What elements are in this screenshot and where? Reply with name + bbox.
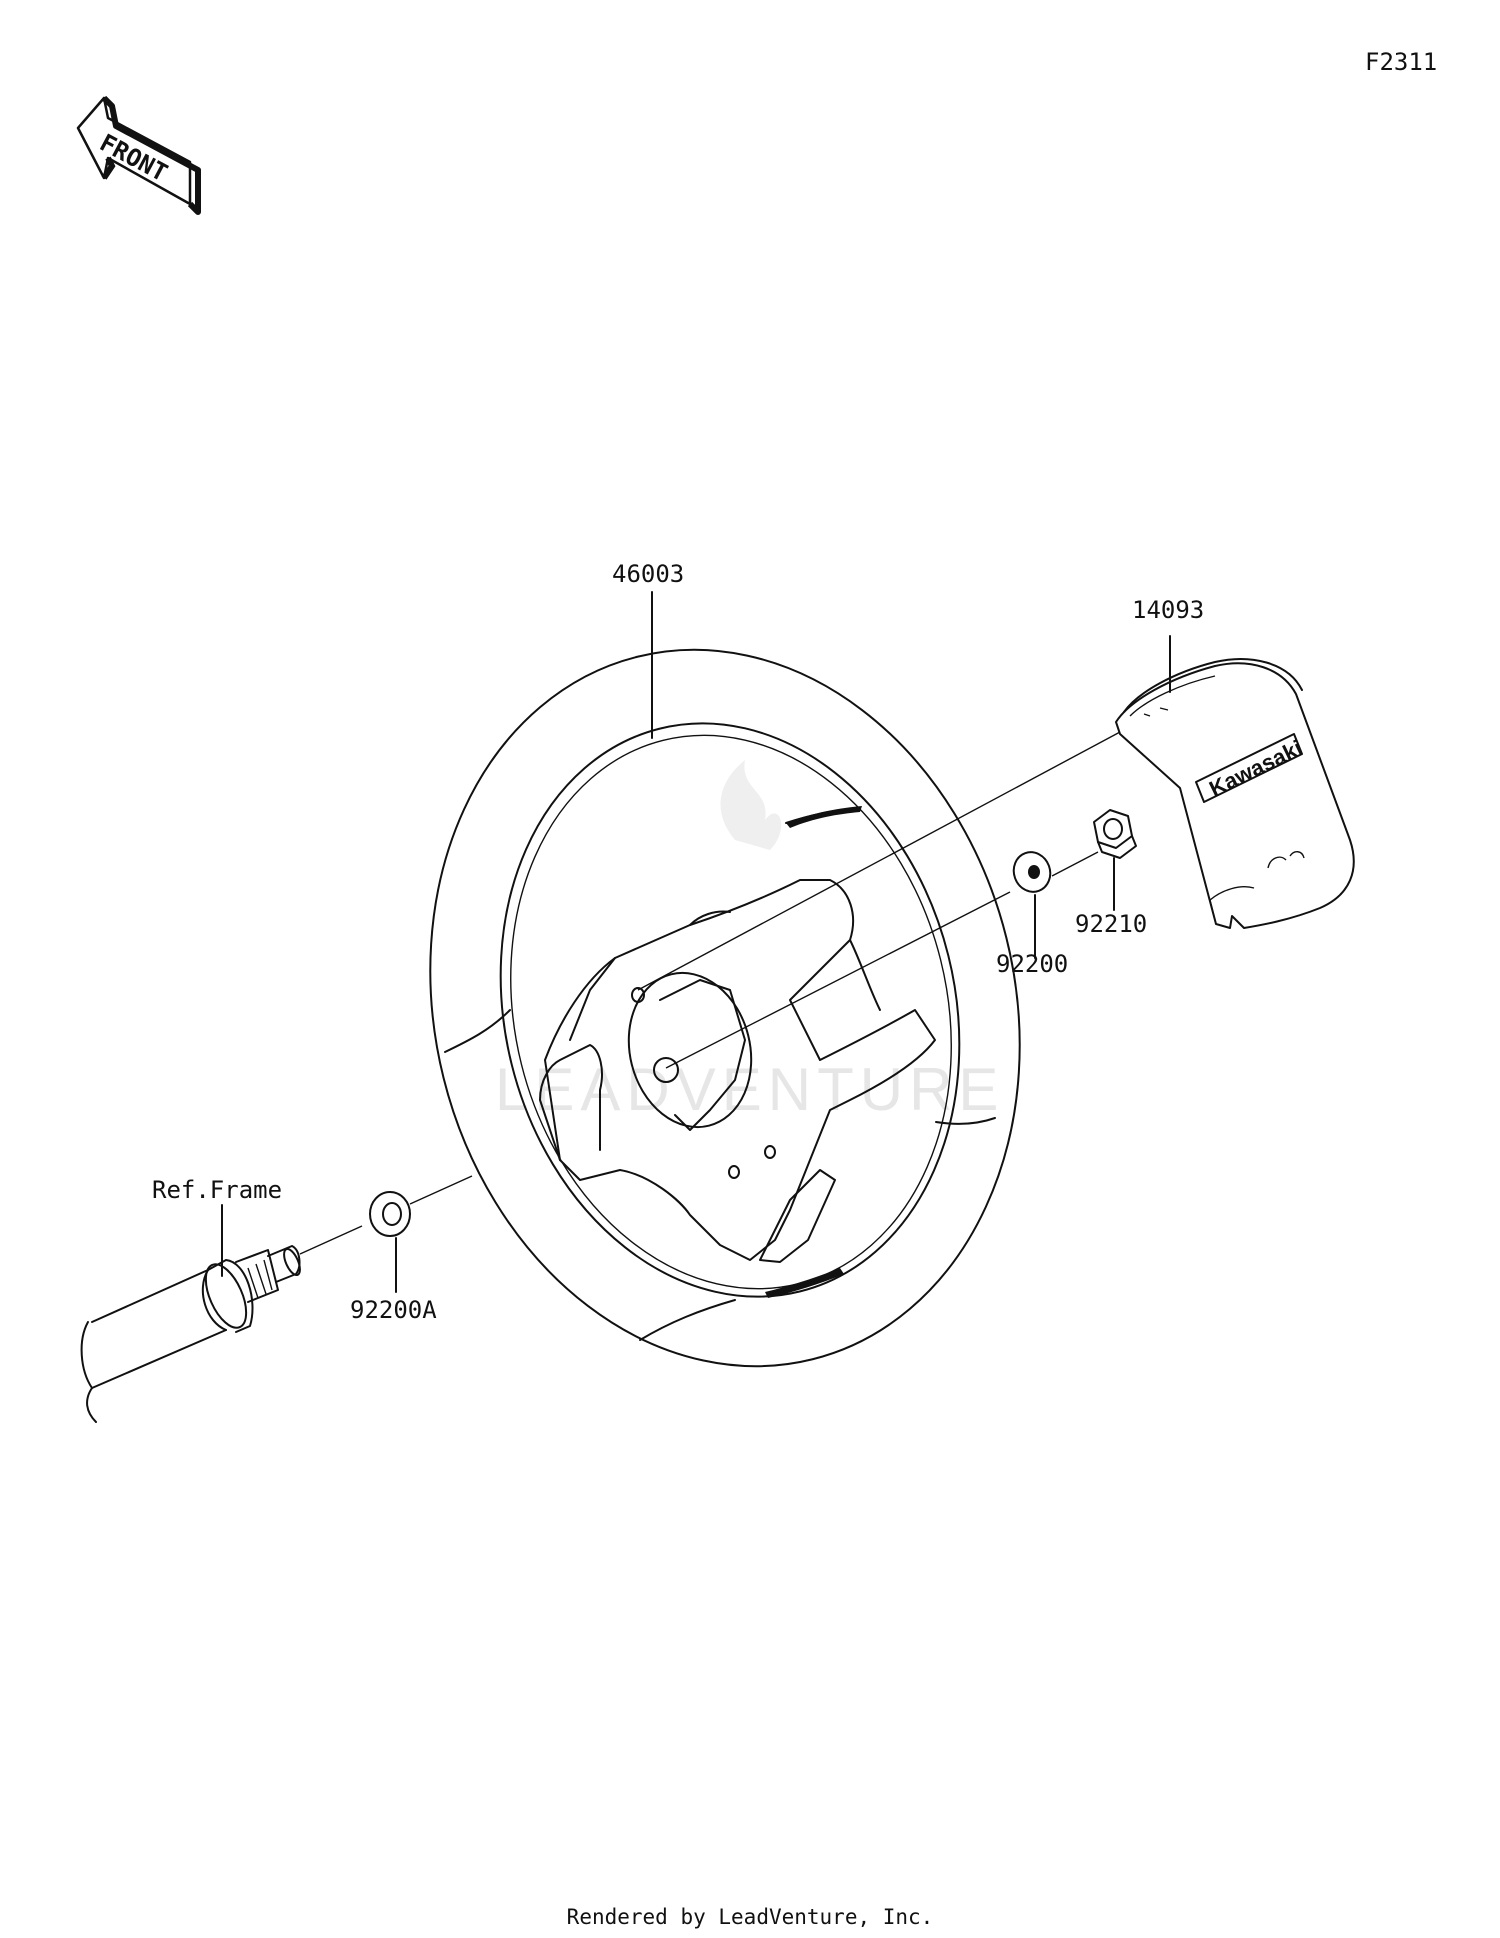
washer-a-label: 92200A — [350, 1296, 437, 1324]
cover-label: 14093 — [1132, 596, 1204, 624]
brand-logo: Kawasaki — [1205, 735, 1306, 801]
ref-frame-label: Ref.Frame — [152, 1176, 282, 1204]
footer-credit: Rendered by LeadVenture, Inc. — [566, 1905, 934, 1929]
axis-line-upper-nut — [1051, 851, 1099, 877]
front-arrow-icon: FRONT — [76, 95, 201, 215]
figure-code: F2311 — [1365, 48, 1437, 76]
washer-92200 — [1012, 851, 1052, 893]
washer-label: 92200 — [996, 950, 1068, 978]
axis-line-lower-1 — [299, 1225, 363, 1255]
watermark-text: LEADVENTURE — [495, 1056, 1004, 1123]
nut-92210 — [1093, 809, 1137, 859]
axis-line-upper-cover — [637, 731, 1121, 991]
axis-line-lower-2 — [409, 1175, 473, 1205]
nut-label: 92210 — [1075, 910, 1147, 938]
steering-wheel — [429, 648, 1021, 1368]
cover-14093: Kawasaki — [1115, 658, 1355, 929]
kawasaki-logo: Kawasaki — [1195, 733, 1306, 803]
wheel-label: 46003 — [612, 560, 684, 588]
watermark: LEADVENTURE — [495, 760, 1004, 1123]
axis-line-upper-washer — [665, 891, 1011, 1069]
steering-shaft — [80, 1245, 301, 1423]
washer-92200a — [369, 1191, 411, 1237]
